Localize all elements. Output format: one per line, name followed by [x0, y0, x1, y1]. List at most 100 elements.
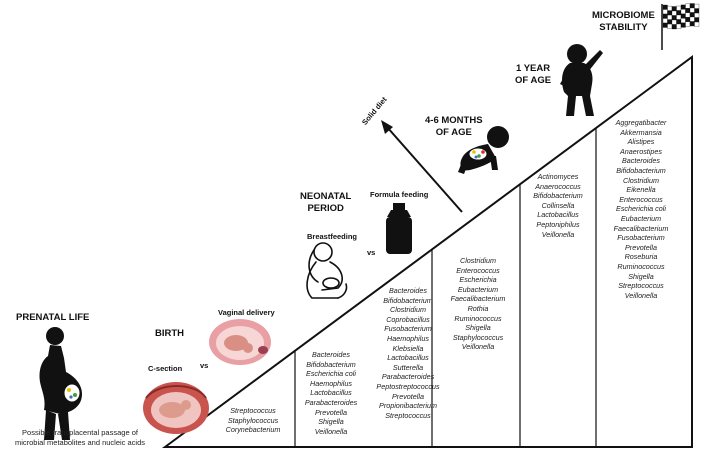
- bacteria-name: Shigella: [318, 417, 344, 427]
- prenatal-caption: Possible transplacental passage of micro…: [5, 428, 155, 448]
- prenatal-caption-line1: Possible transplacental passage of: [22, 428, 138, 437]
- flag-square: [676, 10, 682, 16]
- flag-square: [685, 8, 691, 14]
- flag-square: [671, 24, 677, 30]
- bacteria-name: Shigella: [628, 271, 654, 281]
- bacteria-name: Staphylococcus: [227, 415, 279, 425]
- flag-square: [689, 3, 695, 9]
- standing-toddler-icon: [560, 44, 603, 116]
- stage-months-label: 4-6 MONTHS OF AGE: [425, 115, 483, 139]
- bacteria-name: Anaerococcus: [535, 181, 581, 191]
- flag-square: [685, 3, 691, 9]
- bacteria-name: Peptoniphilus: [536, 219, 580, 229]
- flag-square: [662, 4, 668, 10]
- c-section-illustration: [143, 382, 209, 434]
- bacteria-name: Aggregatibacter: [615, 118, 667, 127]
- vs-feeding-label: vs: [367, 248, 376, 257]
- flag-square: [671, 15, 677, 21]
- stage-stability-label: MICROBIOME STABILITY: [592, 10, 655, 34]
- bacteria-name: Veillonella: [541, 229, 575, 239]
- stage-year-label: 1 YEAR OF AGE: [515, 63, 551, 87]
- bacteria-name: Clostridium: [460, 256, 496, 265]
- stage-months-line2: OF AGE: [435, 127, 472, 138]
- flag-square: [667, 5, 673, 11]
- stage-birth-label: BIRTH: [155, 328, 185, 339]
- flag-square: [685, 17, 691, 23]
- flag-square: [694, 8, 700, 14]
- bacteria-name: Haemophilus: [310, 378, 352, 388]
- bacteria-name: Streptococcus: [618, 281, 664, 291]
- flag-square: [694, 21, 700, 27]
- bacteria-name: Fusobacterium: [384, 324, 432, 334]
- stage-neonatal-label: NEONATAL PERIOD: [300, 191, 351, 215]
- prenatal-caption-line2: microbial metabolites and nucleic acids: [14, 438, 146, 447]
- bacteria-name: Bacteroides: [622, 156, 660, 166]
- bacteria-name: Veillonella: [314, 426, 348, 436]
- pregnant-woman-icon: [39, 327, 82, 440]
- vaginal-delivery-label: Vaginal delivery: [218, 308, 275, 317]
- stage-neonatal-line1: NEONATAL: [300, 191, 352, 202]
- bacteria-name: Parabacteroides: [304, 397, 358, 407]
- flag-square: [680, 9, 686, 15]
- bacteria-name: Corynebacterium: [225, 425, 281, 435]
- bacteria-name: Staphylococcus: [452, 332, 504, 342]
- flag-square: [689, 21, 695, 27]
- bacteria-name: Shigella: [465, 323, 491, 333]
- bacteria-name: Eubacterium: [457, 284, 499, 294]
- flag-square: [680, 22, 686, 28]
- bacteria-name: Roseburia: [624, 252, 658, 262]
- bacteria-name: Streptococcus: [385, 410, 431, 420]
- bacteria-name: Enterococcus: [456, 265, 500, 275]
- flag-square: [667, 10, 673, 16]
- flag-square: [694, 12, 700, 18]
- bacteria-name: Lactobacillus: [537, 210, 579, 220]
- c-section-label: C-section: [148, 364, 183, 373]
- bacteria-name: Eubacterium: [620, 213, 662, 223]
- flag-square: [671, 10, 677, 16]
- bacteria-name: Bacteroides: [389, 286, 427, 295]
- bacteria-name: Bifidobacterium: [306, 359, 356, 369]
- flag-square: [662, 18, 668, 24]
- bacteria-name: Streptococcus: [230, 406, 276, 415]
- bacteria-name: Faecalibacterium: [450, 294, 506, 304]
- bacteria-name: Prevotella: [315, 407, 347, 417]
- bacteria-name: Sutterella: [392, 362, 424, 372]
- bacteria-name: Lactobacillus: [387, 353, 429, 363]
- flag-square: [694, 17, 700, 23]
- bacteria-name: Akkermansia: [620, 127, 662, 137]
- flag-square: [680, 4, 686, 10]
- flag-square: [662, 22, 668, 28]
- flag-square: [680, 18, 686, 24]
- bacteria-name: Clostridium: [623, 175, 659, 185]
- stage-year-line1: 1 YEAR: [515, 63, 551, 74]
- flag-square: [694, 3, 700, 9]
- bacteria-name: Actinomyces: [537, 172, 579, 181]
- flag-square: [676, 23, 682, 29]
- vaginal-delivery-illustration: [209, 319, 271, 365]
- flag-square: [676, 14, 682, 20]
- bacteria-name: Veillonella: [624, 290, 658, 300]
- bacteria-name: Haemophilus: [387, 333, 429, 343]
- bacteria-name: Eikenella: [626, 185, 656, 195]
- flag-square: [689, 12, 695, 18]
- bacteria-name: Bifidobacterium: [533, 191, 583, 201]
- vs-birth-label: vs: [200, 361, 209, 370]
- flag-square: [676, 19, 682, 25]
- flag-square: [662, 9, 668, 15]
- bacteria-name: Parabacteroides: [381, 372, 435, 382]
- bacteria-name: Fusobacterium: [617, 233, 665, 243]
- flag-square: [689, 16, 695, 22]
- flag-square: [685, 12, 691, 18]
- bacteria-name: Prevotella: [392, 391, 424, 401]
- flag-square: [671, 6, 677, 12]
- bacteria-name: Propionibacterium: [379, 401, 437, 411]
- bacteria-name: Enterococcus: [619, 194, 663, 204]
- bacteria-name: Peptostreptococcus: [376, 381, 440, 391]
